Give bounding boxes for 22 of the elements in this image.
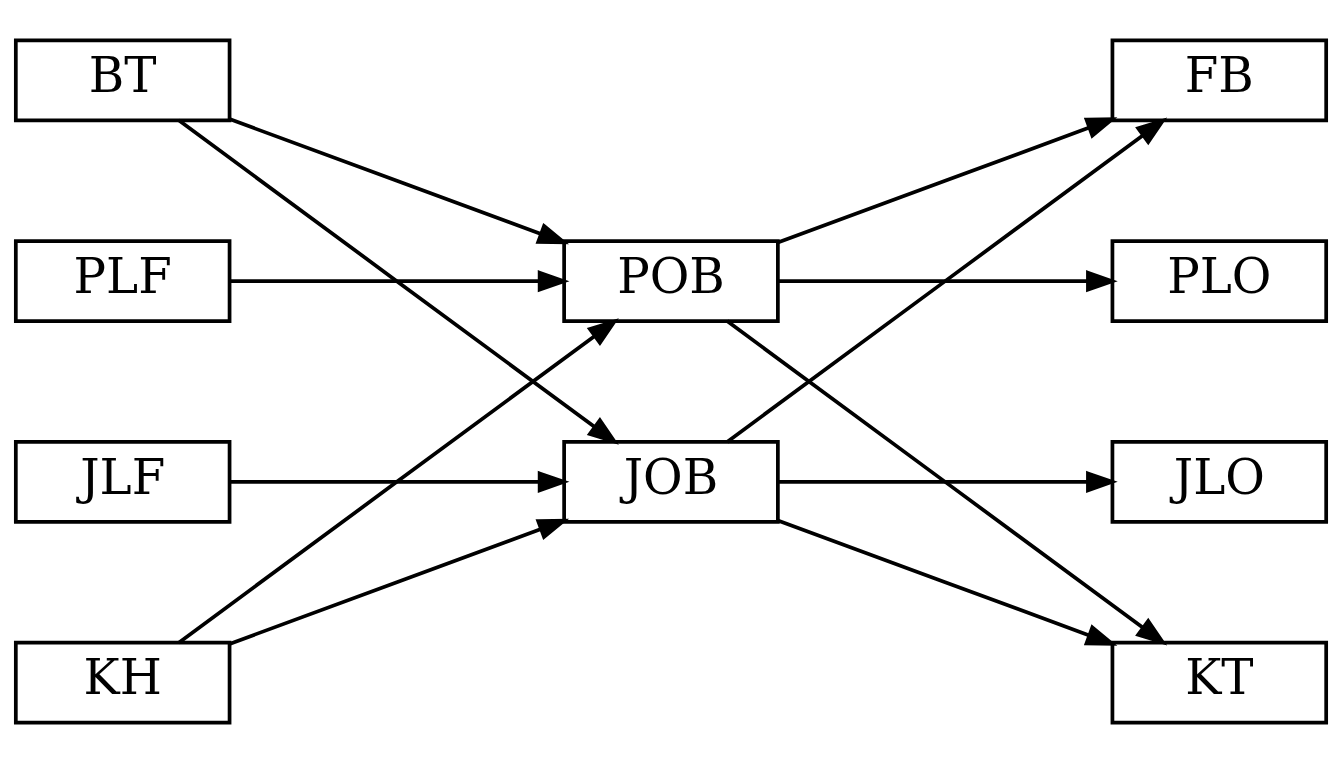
arrow [230, 269, 570, 292]
arrow [177, 118, 619, 445]
arrow [725, 319, 1168, 646]
node-box: PLO [1110, 238, 1329, 323]
arrow [230, 470, 570, 493]
node-box: KT [1110, 640, 1329, 724]
node-box: JLF [13, 439, 232, 524]
node-box: BT [13, 38, 232, 122]
node-box: POB [562, 238, 780, 323]
arrow [778, 470, 1118, 493]
arrow [777, 518, 1118, 646]
node-box: JLO [1110, 439, 1329, 524]
arrow [777, 116, 1118, 244]
node-box: PLF [13, 238, 232, 323]
arrow [725, 116, 1168, 443]
node-box: FB [1110, 38, 1329, 122]
arrow [229, 518, 570, 645]
arrow [778, 269, 1118, 292]
node-box: KH [13, 640, 232, 724]
arrow [177, 317, 619, 644]
node-box: JOB [562, 439, 780, 524]
arrow [229, 117, 570, 244]
